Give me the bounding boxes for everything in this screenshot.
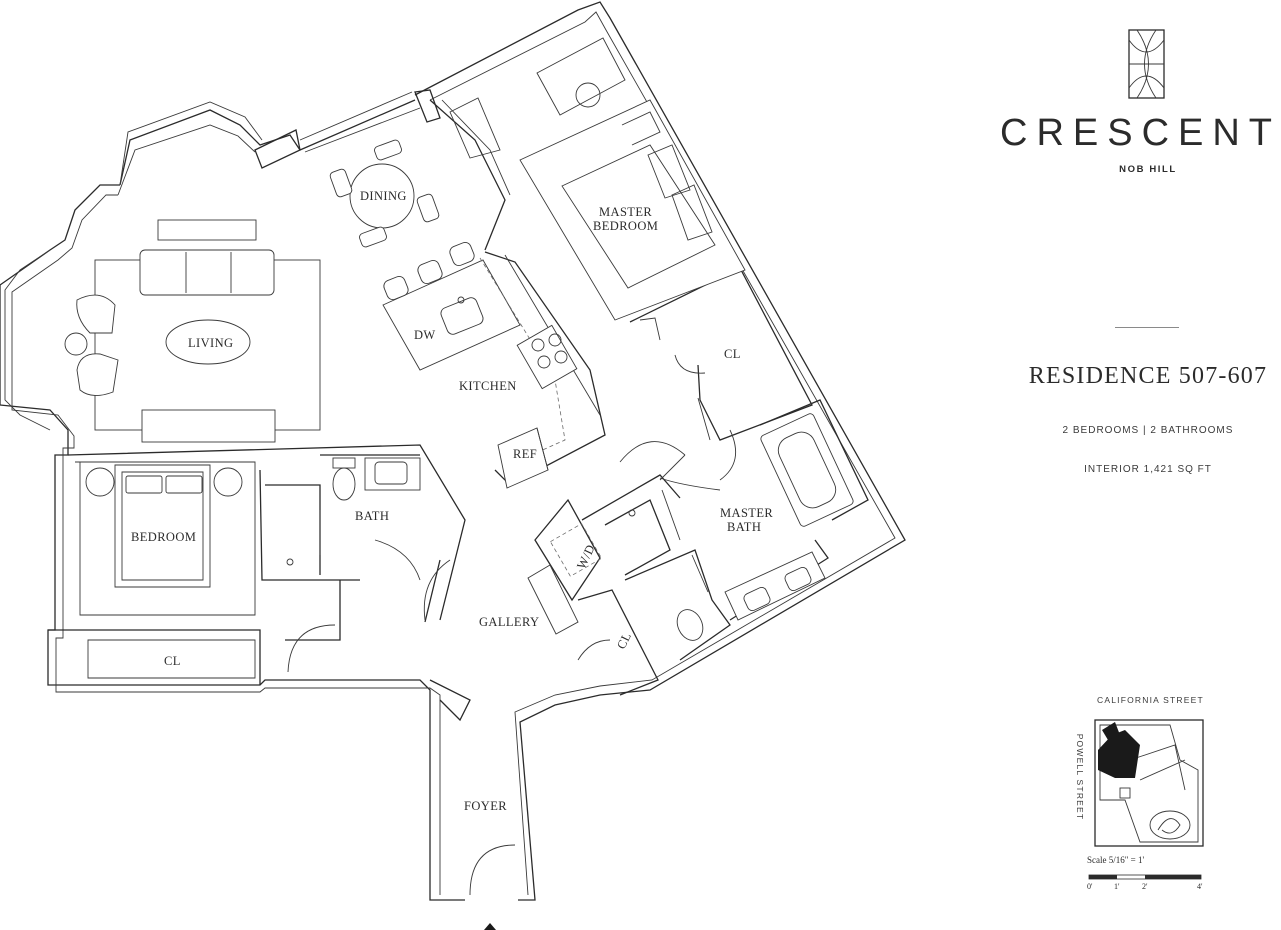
exterior-walls <box>0 1 906 901</box>
label-bath: BATH <box>355 509 389 523</box>
key-plan <box>1094 719 1204 847</box>
label-kitchen: KITCHEN <box>459 379 517 393</box>
interior-walls <box>48 37 869 896</box>
label-foyer: FOYER <box>464 799 507 813</box>
crescent-logo-icon <box>1128 29 1165 99</box>
label-living: LIVING <box>188 336 233 350</box>
label-dw: DW <box>414 328 436 342</box>
label-dining: DINING <box>360 189 407 203</box>
scale-tick-3: 4' <box>1197 882 1203 891</box>
residence-interior: INTERIOR 1,421 SQ FT <box>1084 464 1212 475</box>
brand-name: CRESCENT <box>1000 112 1281 154</box>
label-gallery: GALLERY <box>479 615 539 629</box>
scale-label: Scale 5/16" = 1' <box>1087 855 1145 865</box>
label-master-bath-1: MASTER <box>720 506 773 520</box>
residence-title: RESIDENCE 507-607 <box>1028 363 1268 389</box>
north-arrow-icon <box>484 923 496 930</box>
scale-bar <box>1088 874 1202 880</box>
label-master-bedroom-1: MASTER <box>599 205 652 219</box>
label-cl-bedroom: CL <box>164 654 181 668</box>
label-bedroom: BEDROOM <box>131 530 196 544</box>
residence-rooms: 2 BEDROOMS | 2 BATHROOMS <box>1062 425 1234 436</box>
scale-tick-1: 1' <box>1114 882 1120 891</box>
unit-highlight <box>1098 730 1140 778</box>
label-ref: REF <box>513 447 537 461</box>
keyplan-west-street: POWELL STREET <box>1075 733 1085 821</box>
scale-tick-0: 0' <box>1087 882 1093 891</box>
label-cl-gallery: CL <box>614 630 634 651</box>
keyplan-north-street: CALIFORNIA STREET <box>1097 695 1204 705</box>
label-master-bath-2: BATH <box>727 520 761 534</box>
scale-tick-2: 2' <box>1142 882 1148 891</box>
divider <box>1115 327 1179 328</box>
label-cl-master: CL <box>724 347 741 361</box>
brand-location: NOB HILL <box>1119 164 1177 175</box>
label-master-bedroom-2: BEDROOM <box>593 219 658 233</box>
